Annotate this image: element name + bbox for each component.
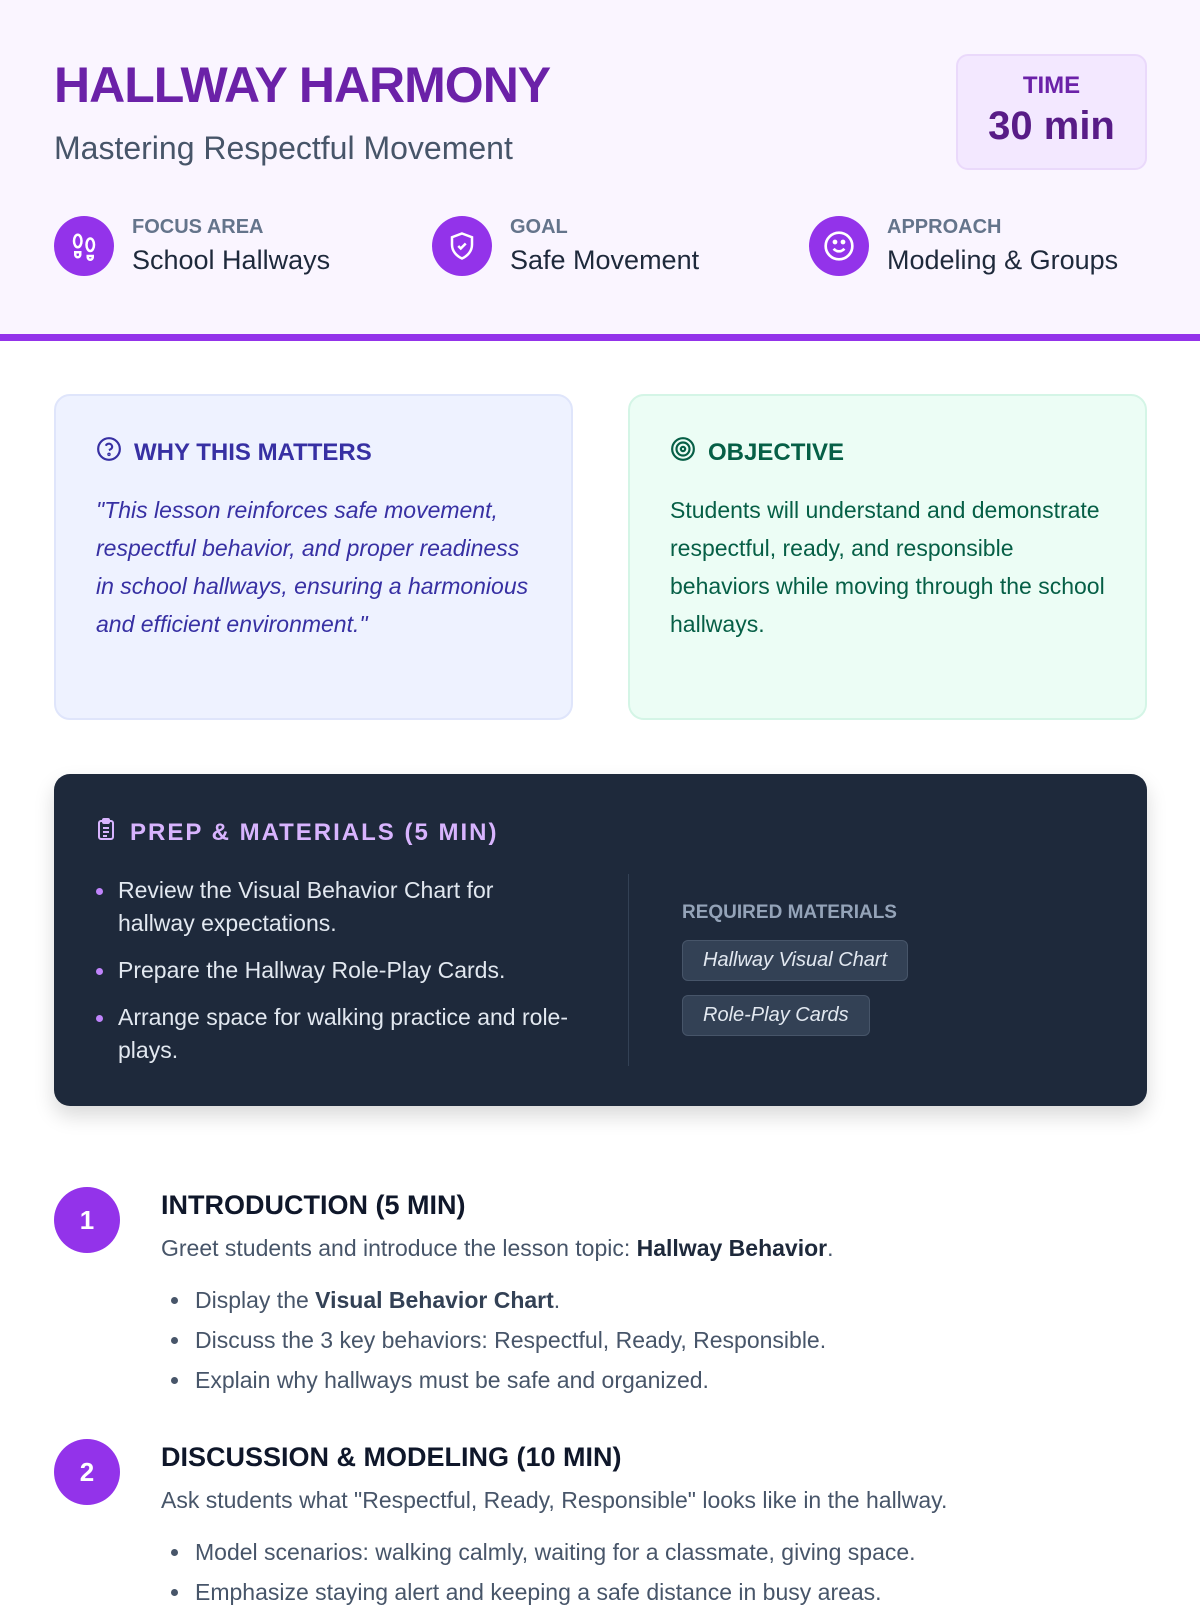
step-title: DISCUSSION & MODELING (10 MIN): [161, 1442, 622, 1472]
step-item: Display the Visual Behavior Chart.: [161, 1280, 1111, 1320]
step-number: 1: [54, 1187, 120, 1253]
meta-focus-area: FOCUS AREA School Hallways: [54, 216, 330, 276]
item-text: .: [553, 1287, 561, 1313]
meta-value: Modeling & Groups: [887, 245, 1119, 275]
help-circle-icon: [96, 436, 122, 469]
smile-icon: [809, 216, 869, 276]
clipboard-icon: [94, 816, 118, 849]
step-lead: Greet students and introduce the lesson …: [161, 1235, 1111, 1262]
lesson-header: HALLWAY HARMONY Mastering Respectful Mov…: [0, 0, 1200, 341]
material-tag: Hallway Visual Chart: [682, 940, 909, 981]
page-subtitle: Mastering Respectful Movement: [54, 130, 513, 166]
prep-materials-panel: PREP & MATERIALS (5 MIN) Review the Visu…: [54, 774, 1147, 1106]
materials-label: REQUIRED MATERIALS: [682, 902, 897, 923]
divider: [628, 874, 629, 1066]
footprints-icon: [54, 216, 114, 276]
meta-label: FOCUS AREA: [132, 216, 264, 238]
meta-goal: GOAL Safe Movement: [432, 216, 699, 276]
step-title: INTRODUCTION (5 MIN): [161, 1190, 466, 1220]
time-badge: TIME 30 min: [956, 54, 1147, 170]
meta-label: GOAL: [510, 216, 568, 238]
prep-item: Arrange space for walking practice and r…: [94, 1001, 574, 1067]
prep-item: Review the Visual Behavior Chart for hal…: [94, 874, 574, 940]
material-tag: Role-Play Cards: [682, 995, 870, 1036]
meta-approach: APPROACH Modeling & Groups: [809, 216, 1118, 276]
meta-value: Safe Movement: [510, 245, 700, 275]
prep-item: Prepare the Hallway Role-Play Cards.: [94, 954, 574, 987]
lead-bold: Hallway Behavior: [636, 1235, 828, 1261]
item-bold: Visual Behavior Chart: [315, 1287, 554, 1313]
step-lead: Ask students what "Respectful, Ready, Re…: [161, 1487, 948, 1513]
meta-label: APPROACH: [887, 216, 1002, 238]
page-title: HALLWAY HARMONY: [54, 57, 551, 113]
why-text: "This lesson reinforces safe movement, r…: [96, 497, 529, 637]
lead-text: .: [827, 1235, 834, 1261]
required-materials: REQUIRED MATERIALS Hallway Visual Chart …: [682, 902, 909, 1050]
objective-card: OBJECTIVE Students will understand and d…: [628, 394, 1147, 720]
step-number: 2: [54, 1439, 120, 1505]
meta-value: School Hallways: [132, 245, 331, 275]
prep-list: Review the Visual Behavior Chart for hal…: [94, 874, 574, 1081]
time-label: TIME: [1022, 72, 1081, 99]
lead-text: Greet students and introduce the lesson …: [161, 1235, 637, 1261]
step-item: Explain why hallways must be safe and or…: [161, 1360, 1111, 1400]
time-value: 30 min: [988, 104, 1115, 148]
step-item: Discuss the 3 key behaviors: Respectful,…: [161, 1320, 1111, 1360]
objective-text: Students will understand and demonstrate…: [670, 497, 1105, 637]
shield-check-icon: [432, 216, 492, 276]
step-item: Emphasize staying alert and keeping a sa…: [161, 1572, 1111, 1612]
card-title: WHY THIS MATTERS: [134, 438, 372, 466]
why-this-matters-card: WHY THIS MATTERS "This lesson reinforces…: [54, 394, 573, 720]
step-item: Model scenarios: walking calmly, waiting…: [161, 1532, 1111, 1572]
prep-title: PREP & MATERIALS (5 MIN): [130, 818, 499, 846]
target-icon: [670, 436, 696, 469]
card-title: OBJECTIVE: [708, 438, 845, 466]
item-text: Display the: [195, 1287, 316, 1313]
